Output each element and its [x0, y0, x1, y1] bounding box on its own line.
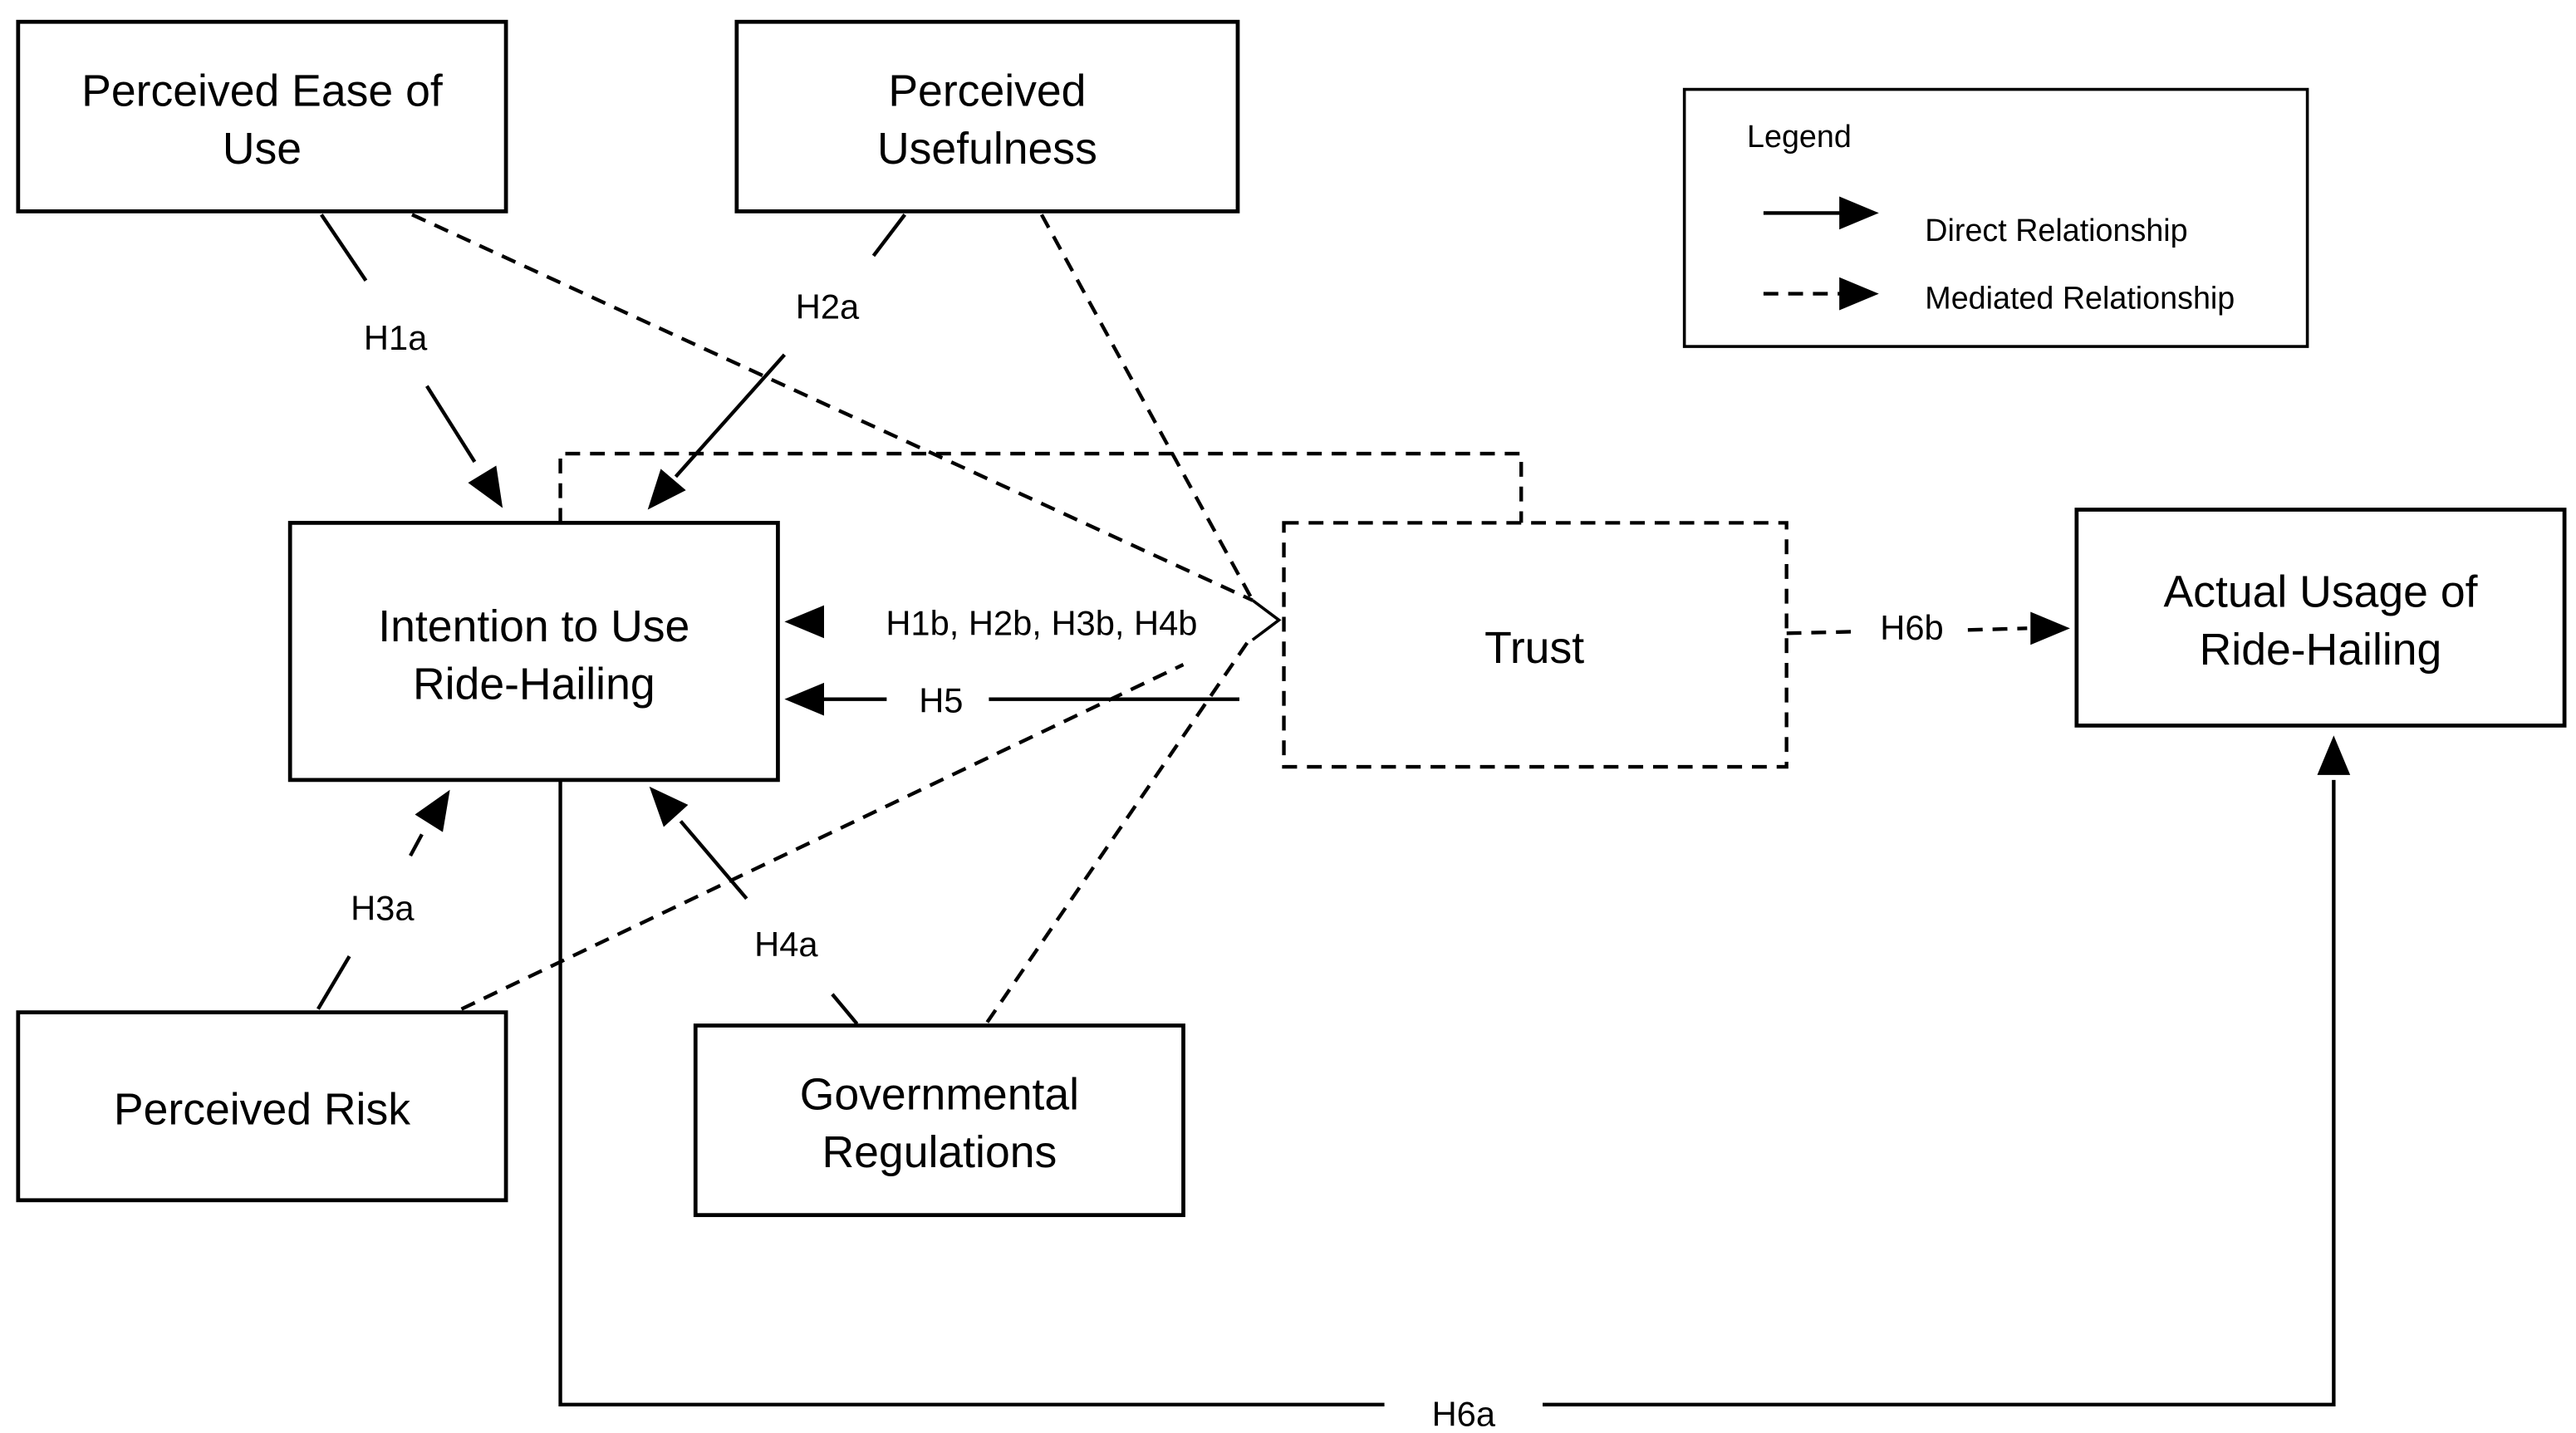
mediated-edges	[411, 213, 2028, 1023]
mediated-edge-regulations-to-trust	[985, 634, 1254, 1023]
open-arrowhead-into-trust	[1251, 599, 1282, 641]
edge-h1a	[320, 213, 477, 464]
edge-h4a	[679, 820, 859, 1025]
arrowhead-h5	[784, 682, 825, 716]
legend-mediated-label: Mediated Relationship	[1925, 280, 2235, 315]
node-governmental-regulations: Governmental Regulations	[693, 1023, 1185, 1218]
node-label-line-1: Intention to Use	[378, 602, 689, 651]
mediated-edge-ease-of-use-to-trust	[411, 213, 1254, 602]
edge-h6a	[558, 779, 2336, 1407]
edge-label-h1b-h2b-h3b-h4b: H1b, H2b, H3b, H4b	[886, 603, 1197, 642]
node-label-line-1: Perceived Ease of	[81, 66, 443, 115]
edge-label-h6a: H6a	[1432, 1395, 1496, 1433]
node-box	[1282, 521, 1788, 769]
arrowhead-h4a	[649, 786, 689, 827]
node-label-line-1: Governmental	[800, 1071, 1079, 1120]
node-label-line-1: Actual Usage of	[2163, 568, 2477, 617]
legend-title: Legend	[1747, 119, 1852, 154]
node-box	[2074, 508, 2567, 728]
arrowhead-h6a	[2317, 735, 2351, 775]
arrowhead-h3a	[415, 789, 450, 832]
legend-box	[1682, 87, 2309, 348]
node-box	[734, 19, 1240, 213]
legend-direct-label: Direct Relationship	[1925, 213, 2187, 248]
node-label-line-2: Use	[223, 125, 302, 174]
node-label-line-2: Usefulness	[877, 125, 1097, 174]
edge-h6b	[1786, 626, 2028, 636]
node-perceived-risk: Perceived Risk	[16, 1010, 508, 1203]
node-actual-usage: Actual Usage of Ride-Hailing	[2074, 508, 2567, 728]
node-box	[287, 520, 780, 783]
node-label-line-2: Regulations	[822, 1128, 1057, 1177]
node-box	[16, 1010, 508, 1203]
mediated-edge-risk-to-trust	[460, 663, 1185, 1011]
arrowhead-h1a	[468, 465, 503, 508]
edge-label-h2a: H2a	[796, 287, 860, 326]
legend: Legend Direct Relationship Mediated Rela…	[1682, 87, 2309, 348]
direct-edges	[316, 213, 2336, 1407]
node-label: Perceived Risk	[114, 1086, 410, 1135]
edge-h2a	[674, 213, 906, 478]
legend-direct-arrowhead	[1839, 196, 1879, 230]
arrowheads	[415, 465, 2351, 832]
node-label: Trust	[1484, 624, 1584, 673]
node-box	[16, 19, 508, 213]
arrowhead-h2a	[647, 469, 686, 510]
edge-labels: H1a H2a H3a H4a H5 H1b, H2b, H3b, H4b H6…	[351, 287, 1944, 1433]
node-box	[693, 1023, 1185, 1218]
node-trust: Trust	[1282, 521, 1788, 769]
edge-label-h6b: H6b	[1880, 608, 1943, 647]
edge-label-h3a: H3a	[351, 889, 415, 928]
arrowhead-h6b	[2030, 611, 2070, 645]
node-perceived-usefulness: Perceived Usefulness	[734, 19, 1240, 213]
edge-label-h5: H5	[919, 681, 963, 720]
node-label-line-2: Ride-Hailing	[2200, 626, 2442, 675]
node-label-line-2: Ride-Hailing	[413, 660, 655, 709]
edge-label-h1a: H1a	[364, 318, 428, 357]
arrowhead-h1b-h4b	[784, 605, 825, 639]
node-intention-to-use: Intention to Use Ride-Hailing	[287, 520, 780, 783]
mediated-edge-usefulness-to-trust	[1039, 213, 1254, 601]
mediated-edge-intention-trust-connector	[558, 451, 1524, 523]
edge-label-h4a: H4a	[754, 925, 818, 964]
legend-mediated-arrowhead	[1839, 277, 1879, 311]
node-perceived-ease-of-use: Perceived Ease of Use	[16, 19, 508, 213]
edge-h3a	[316, 833, 424, 1010]
node-label-line-1: Perceived	[888, 66, 1086, 115]
